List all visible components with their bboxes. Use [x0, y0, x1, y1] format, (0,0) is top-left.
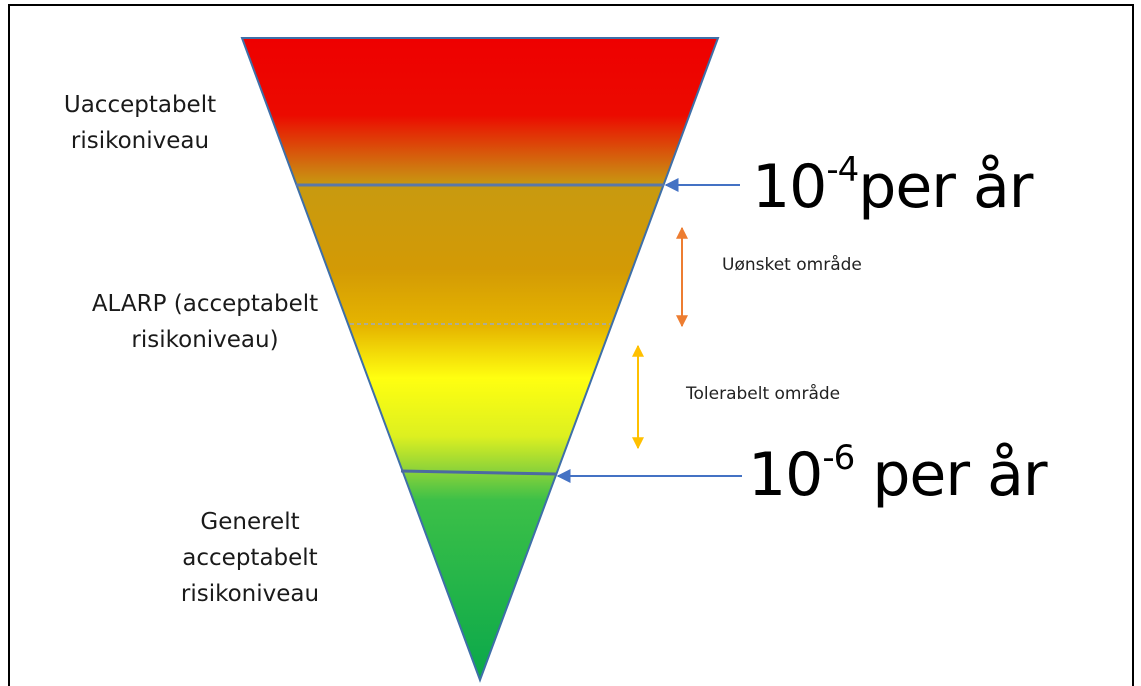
lower-threshold-line — [400, 469, 557, 476]
upper-threshold-exponent: -4 — [826, 150, 859, 190]
zone-label-acceptable: Generelt acceptabelt risikoniveau — [150, 504, 350, 612]
upper-threshold-value: 10-4per år — [752, 150, 1033, 222]
zone-label-unacceptable-line2: risikoniveau — [70, 128, 210, 154]
undesired-range-label: Uønsket område — [722, 255, 862, 275]
zone-label-unacceptable-line1: Uacceptabelt — [63, 92, 217, 118]
lower-threshold-exponent: -6 — [822, 438, 855, 478]
tolerable-range-label: Tolerabelt område — [686, 384, 841, 404]
zone-label-unacceptable: Uacceptabelt risikoniveau — [40, 87, 240, 159]
upper-threshold-base: 10 — [752, 152, 827, 222]
zone-label-acceptable-line3: risikoniveau — [180, 581, 320, 607]
zone-label-alarp: ALARP (acceptabelt risikoniveau) — [50, 286, 360, 358]
risk-triangle — [240, 37, 720, 683]
zone-label-alarp-line1: ALARP (acceptabelt — [91, 291, 319, 317]
image-border — [8, 4, 1134, 686]
lower-threshold-unit: per år — [872, 440, 1047, 510]
lower-threshold-base: 10 — [748, 440, 823, 510]
lower-threshold-value: 10-6 per år — [748, 438, 1048, 510]
zone-label-acceptable-line1: Generelt — [200, 509, 300, 535]
upper-threshold-unit: per år — [858, 152, 1033, 222]
zone-label-acceptable-line2: acceptabelt — [182, 545, 318, 571]
zone-label-alarp-line2: risikoniveau) — [131, 327, 279, 353]
